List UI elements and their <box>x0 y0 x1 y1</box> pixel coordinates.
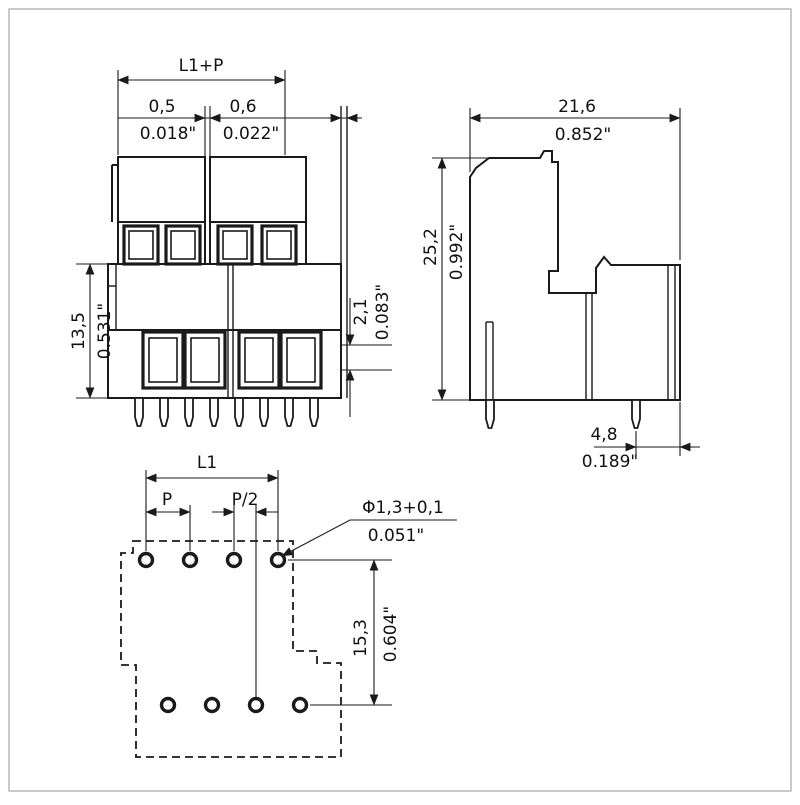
mounting-hole <box>247 696 265 714</box>
dim-side-height-in-label: 0.992" <box>447 224 467 281</box>
footprint-outline <box>120 540 342 758</box>
dim-pin-edge-mm-label: 4,8 <box>590 425 617 445</box>
clamp-window-inner <box>244 337 274 383</box>
dim-side-width-in-label: 0.852" <box>555 125 612 145</box>
front-upper-housing-left <box>117 156 206 223</box>
front-clamp-windows-upper <box>122 224 298 266</box>
footprint-holes-top-row <box>137 551 287 569</box>
solder-pin <box>284 397 294 427</box>
mounting-hole <box>291 696 309 714</box>
mounting-hole <box>159 696 177 714</box>
front-solder-pins <box>134 397 319 427</box>
mounting-hole <box>181 551 199 569</box>
dim-front-height-mm-label: 13,5 <box>69 312 89 350</box>
dim-pin-edge-in-label: 0.189" <box>582 452 639 472</box>
mounting-hole <box>225 551 243 569</box>
front-clamp-windows-lower <box>141 330 323 390</box>
side-body-profile <box>469 150 681 401</box>
clamp-window-inner <box>266 230 292 260</box>
dim-front-height-in-label: 0.531" <box>95 303 115 360</box>
solder-pin <box>209 397 219 427</box>
clamp-window-inner <box>128 230 154 260</box>
mounting-hole <box>203 696 221 714</box>
clamp-window-inner <box>286 337 316 383</box>
mounting-hole <box>269 551 287 569</box>
side-inner-details <box>485 265 676 400</box>
clamp-window-inner <box>190 337 220 383</box>
dim-gap-b-mm-label: 0,6 <box>229 97 256 117</box>
dim-row-gap-in-label: 0.604" <box>381 606 401 663</box>
footprint-view: L1 P P/2 Φ1,3+0,1 0.051" 15,3 0.604" <box>120 453 457 758</box>
dim-p-half-label: P/2 <box>232 490 259 510</box>
dim-hole-in-label: 0.051" <box>368 526 425 546</box>
dim-p-label: P <box>162 490 172 510</box>
solder-pin <box>234 397 244 427</box>
solder-pin <box>184 397 194 427</box>
mounting-hole <box>137 551 155 569</box>
dim-hole-mm-label: Φ1,3+0,1 <box>362 498 444 518</box>
page-frame <box>8 8 792 792</box>
dim-side-width-mm-label: 21,6 <box>558 97 596 117</box>
front-view: L1+P 0,5 0.018" 0,6 0.022" 13,5 0.531" <box>69 56 393 427</box>
dim-l1-label: L1 <box>197 453 217 473</box>
solder-pin <box>134 397 144 427</box>
footprint-dimensions: L1 P P/2 Φ1,3+0,1 0.051" 15,3 0.604" <box>145 453 457 706</box>
dim-gap-a-in-label: 0.018" <box>140 124 197 144</box>
solder-pin <box>259 397 269 427</box>
side-view: 21,6 0.852" 25,2 0.992" 4,8 0.189" <box>421 97 700 472</box>
dim-offset-in-label: 0.083" <box>373 284 393 341</box>
clamp-window-inner <box>222 230 248 260</box>
dim-side-height-mm-label: 25,2 <box>421 228 441 266</box>
footprint-holes-bottom-row <box>159 696 309 714</box>
solder-pin <box>485 399 495 429</box>
dim-l1p-label: L1+P <box>179 56 224 76</box>
solder-pin <box>631 399 641 429</box>
dim-gap-b-in-label: 0.022" <box>223 124 280 144</box>
solder-pin <box>159 397 169 427</box>
clamp-window-inner <box>148 337 178 383</box>
dim-row-gap-mm-label: 15,3 <box>351 619 371 657</box>
dim-gap-a-mm-label: 0,5 <box>148 97 175 117</box>
dim-offset-mm-label: 2,1 <box>351 298 371 325</box>
front-dimensions: L1+P 0,5 0.018" 0,6 0.022" 13,5 0.531" <box>69 56 393 417</box>
front-upper-housing-right <box>209 156 307 223</box>
hole-diameter-leader <box>281 519 457 557</box>
clamp-window-inner <box>170 230 196 260</box>
side-dimensions: 21,6 0.852" 25,2 0.992" 4,8 0.189" <box>421 97 700 472</box>
solder-pin <box>309 397 319 427</box>
